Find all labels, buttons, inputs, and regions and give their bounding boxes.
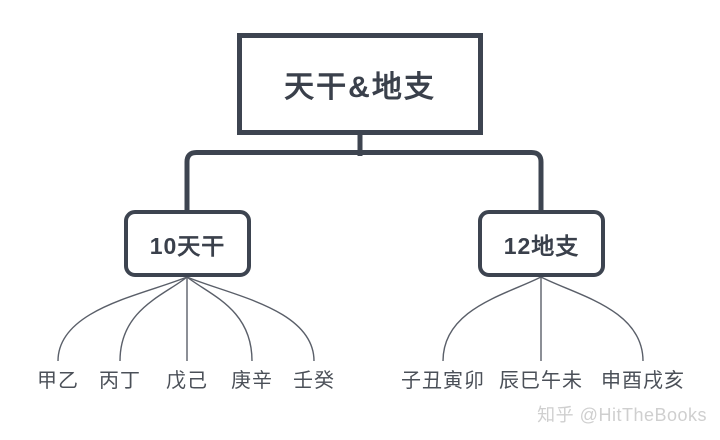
fan-curve-left-1 [57,276,188,362]
branch-node-tiangan-label: 10天干 [149,232,226,259]
branch-connector-line [184,150,544,213]
leaf-geng-xin: 庚辛 [231,370,273,392]
root-node-label: 天干&地支 [284,71,436,104]
leaf-zi-chou-yin-mao: 子丑寅卯 [401,370,485,392]
fan-curve-left-5 [186,276,315,362]
fan-curve-left-4 [186,276,253,362]
leaf-wu-ji: 戊己 [166,370,208,392]
leaf-bing-ding: 丙丁 [99,370,141,392]
branch-node-dizhi: 12地支 [478,210,605,277]
root-node: 天干&地支 [237,33,483,135]
leaf-jia-yi: 甲乙 [37,370,79,392]
fan-curve-left-2 [119,276,188,362]
watermark: 知乎 @HitTheBooks [537,405,707,425]
leaf-shen-you-xu-hai: 申酉戌亥 [601,370,685,392]
fan-curve-right-1 [442,276,542,362]
leaf-chen-si-wu-wei: 辰巳午未 [499,370,583,392]
branch-node-tiangan: 10天干 [124,210,251,277]
fan-curve-right-3 [540,276,644,362]
leaf-ren-gui: 壬癸 [293,370,335,392]
branch-node-dizhi-label: 12地支 [503,232,580,259]
